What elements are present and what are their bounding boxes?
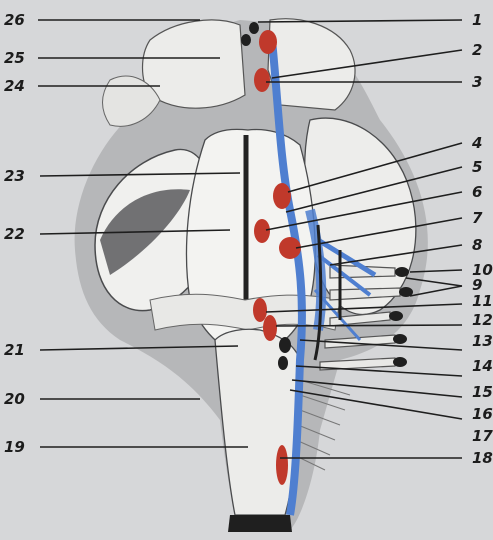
label-18: 18 bbox=[472, 450, 493, 466]
medulla-cut-surface bbox=[228, 515, 292, 532]
label-24: 24 bbox=[4, 78, 25, 94]
label-21: 21 bbox=[4, 342, 25, 358]
label-25: 25 bbox=[4, 50, 25, 66]
label-3: 3 bbox=[472, 74, 482, 90]
label-5: 5 bbox=[472, 159, 482, 175]
label-22: 22 bbox=[4, 226, 25, 242]
label-23: 23 bbox=[4, 168, 25, 184]
label-13: 13 bbox=[472, 333, 493, 349]
label-26: 26 bbox=[4, 12, 25, 28]
label-7: 7 bbox=[472, 210, 482, 226]
label-1: 1 bbox=[472, 12, 482, 28]
label-8: 8 bbox=[472, 237, 482, 253]
label-14: 14 bbox=[472, 358, 493, 374]
label-12: 12 bbox=[472, 312, 493, 328]
label-9: 9 bbox=[472, 277, 482, 293]
label-20: 20 bbox=[4, 391, 25, 407]
label-11: 11 bbox=[472, 293, 493, 309]
label-2: 2 bbox=[472, 42, 482, 58]
label-19: 19 bbox=[4, 439, 25, 455]
label-15: 15 bbox=[472, 384, 493, 400]
label-6: 6 bbox=[472, 184, 482, 200]
label-17: 17 bbox=[472, 428, 493, 444]
label-4: 4 bbox=[472, 135, 482, 151]
label-16: 16 bbox=[472, 406, 493, 422]
